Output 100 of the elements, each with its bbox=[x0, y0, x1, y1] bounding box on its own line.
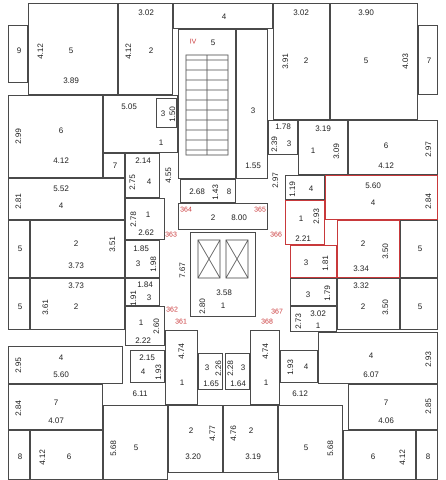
dimension-text: 3.19 bbox=[315, 125, 331, 133]
dimension-text: 4.06 bbox=[378, 417, 394, 425]
dimension-text: 2.68 bbox=[189, 188, 205, 196]
room-outline bbox=[337, 220, 400, 278]
dimension-text: 2.28 bbox=[227, 360, 235, 376]
dimension-text: 1.43 bbox=[212, 184, 220, 200]
room-number: 5 bbox=[364, 57, 368, 65]
room-number: 3 bbox=[240, 364, 246, 372]
room-outline bbox=[30, 430, 103, 480]
room-number: 6 bbox=[370, 453, 376, 461]
dimension-text: 4.12 bbox=[53, 157, 69, 165]
room-outline bbox=[30, 220, 125, 278]
dimension-text: 5.68 bbox=[327, 440, 335, 456]
dimension-text: 6.12 bbox=[292, 390, 308, 398]
dimension-text: 1.93 bbox=[155, 364, 163, 380]
dimension-text: 3.02 bbox=[293, 9, 309, 17]
room-number: 2 bbox=[188, 427, 194, 435]
dimension-text: 3.02 bbox=[138, 9, 154, 17]
room-number: 5 bbox=[18, 303, 22, 311]
dimension-text: 4.12 bbox=[37, 43, 45, 59]
dimension-text: 3.19 bbox=[245, 453, 261, 461]
dimension-text: 4.07 bbox=[48, 417, 64, 425]
room-outline bbox=[298, 120, 348, 175]
room-number: 4 bbox=[368, 352, 374, 360]
dimension-text: 8.00 bbox=[231, 214, 247, 222]
room-number: 1 bbox=[146, 211, 150, 219]
room-number: 1 bbox=[220, 302, 226, 310]
room-number: 4 bbox=[308, 185, 314, 193]
room-outline bbox=[178, 203, 268, 230]
dimension-text: 2.73 bbox=[295, 313, 303, 329]
dimension-text: 2.60 bbox=[153, 318, 161, 334]
dimension-text: 1.64 bbox=[230, 380, 246, 388]
room-outline bbox=[178, 29, 236, 179]
room-number: 5 bbox=[18, 245, 22, 253]
dimension-text: 2.21 bbox=[295, 235, 311, 243]
room-outline bbox=[273, 3, 330, 120]
dimension-text: 4.12 bbox=[39, 449, 47, 465]
room-outline bbox=[8, 278, 30, 330]
dimension-text: 2.95 bbox=[15, 357, 23, 373]
dimension-text: 4.03 bbox=[402, 53, 410, 69]
dimension-text: 1.65 bbox=[203, 380, 219, 388]
room-outline bbox=[400, 220, 438, 278]
room-outline bbox=[250, 330, 280, 405]
dimension-text: 5.05 bbox=[121, 103, 137, 111]
dimension-text: 5.68 bbox=[110, 440, 118, 456]
room-number: 5 bbox=[210, 39, 216, 47]
room-number: 7 bbox=[54, 399, 58, 407]
dimension-text: 3.09 bbox=[333, 143, 341, 159]
dimension-text: 3.73 bbox=[68, 262, 84, 270]
dimension-text: 1.81 bbox=[322, 255, 330, 271]
room-number: 2 bbox=[148, 47, 154, 55]
room-outline bbox=[318, 332, 438, 384]
room-outline bbox=[290, 306, 337, 332]
room-number: 2 bbox=[248, 427, 254, 435]
dimension-text: 5.60 bbox=[53, 371, 69, 379]
room-number: 1 bbox=[264, 379, 268, 387]
room-number: 3 bbox=[286, 140, 292, 148]
dimension-text: 1.98 bbox=[150, 256, 158, 272]
dimension-text: 1.91 bbox=[130, 290, 138, 306]
room-outline bbox=[290, 278, 337, 306]
room-number: 8 bbox=[226, 188, 232, 196]
room-outline bbox=[8, 430, 30, 480]
room-number: 2 bbox=[304, 57, 308, 65]
room-outline bbox=[236, 29, 268, 179]
dimension-text: 2.78 bbox=[130, 211, 138, 227]
room-number: 1 bbox=[316, 322, 320, 330]
room-outline bbox=[190, 232, 256, 317]
room-number: 7 bbox=[426, 57, 432, 65]
room-outline bbox=[325, 175, 438, 220]
dimension-text: 3.34 bbox=[353, 265, 369, 273]
room-outline bbox=[343, 430, 416, 480]
room-outline bbox=[337, 278, 400, 330]
dimension-text: 4.76 bbox=[230, 425, 238, 441]
room-number: 5 bbox=[418, 303, 422, 311]
dimension-text: 4.74 bbox=[262, 343, 270, 359]
dimension-text: 2.75 bbox=[129, 174, 137, 190]
room-number: 4 bbox=[140, 368, 146, 376]
dimension-text: 3.02 bbox=[310, 310, 326, 318]
room-outline bbox=[125, 153, 160, 198]
room-number: 1 bbox=[310, 147, 316, 155]
dimension-text: 2.93 bbox=[425, 351, 433, 367]
room-outline bbox=[103, 153, 125, 178]
room-outline bbox=[8, 25, 28, 83]
dimension-text: 2.26 bbox=[215, 360, 223, 376]
room-number: 4 bbox=[58, 354, 64, 362]
room-number: 3 bbox=[160, 110, 166, 118]
dimension-text: 1.50 bbox=[169, 106, 177, 122]
room-number: 6 bbox=[66, 453, 72, 461]
room-outline bbox=[125, 198, 165, 240]
room-outline bbox=[165, 330, 198, 405]
room-number: 4 bbox=[222, 13, 226, 21]
dimension-text: 3.51 bbox=[109, 236, 117, 252]
dimension-text: 3.50 bbox=[382, 243, 390, 259]
dimension-text: 3.61 bbox=[42, 299, 50, 315]
room-outline bbox=[280, 350, 318, 383]
room-outline bbox=[278, 405, 343, 480]
room-outline bbox=[225, 353, 250, 390]
room-outline bbox=[8, 178, 125, 220]
dimension-text: 2.81 bbox=[15, 193, 23, 209]
dimension-text: 2.84 bbox=[15, 400, 23, 416]
